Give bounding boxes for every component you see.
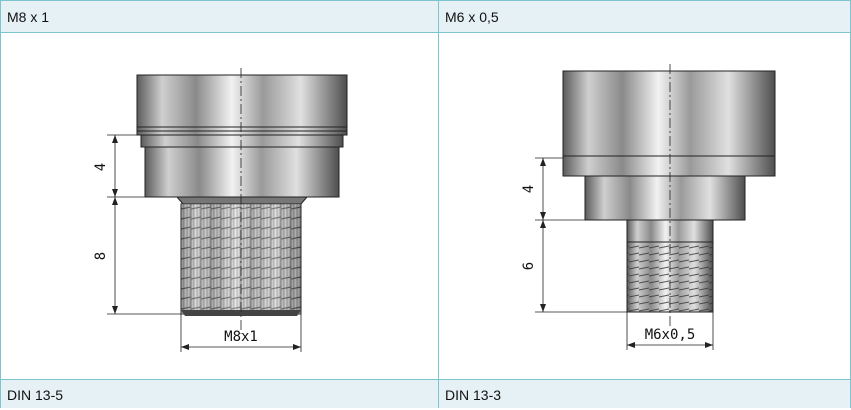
thread-label-m8: M8x1 (224, 329, 258, 345)
cap-body (136, 74, 348, 136)
drawing-m6: 4 6 M6x0,5 (521, 64, 776, 350)
dim-thread-m6: 6 (521, 262, 537, 270)
shoulder (144, 146, 340, 198)
header-m8: M8 x 1 (1, 1, 438, 33)
dim-head-m6: 4 (521, 185, 537, 193)
collar (140, 134, 344, 148)
dim-head-m8: 4 (93, 163, 109, 171)
drawing-cell-m8: 4 8 M8x1 (1, 34, 438, 379)
neck (175, 196, 309, 205)
footer-din-13-5: DIN 13-5 (1, 379, 438, 408)
shoulder (584, 175, 746, 221)
header-m6: M6 x 0,5 (439, 1, 850, 33)
thread-label-m6: M6x0,5 (645, 327, 696, 343)
cap-body (562, 70, 776, 157)
dim-thread-m8: 8 (93, 252, 109, 260)
footer-din-13-3: DIN 13-3 (439, 379, 850, 408)
column-divider (438, 1, 439, 408)
drawing-cell-m6: 4 6 M6x0,5 (439, 34, 850, 379)
drawing-m8: 4 8 M8x1 (93, 68, 348, 352)
